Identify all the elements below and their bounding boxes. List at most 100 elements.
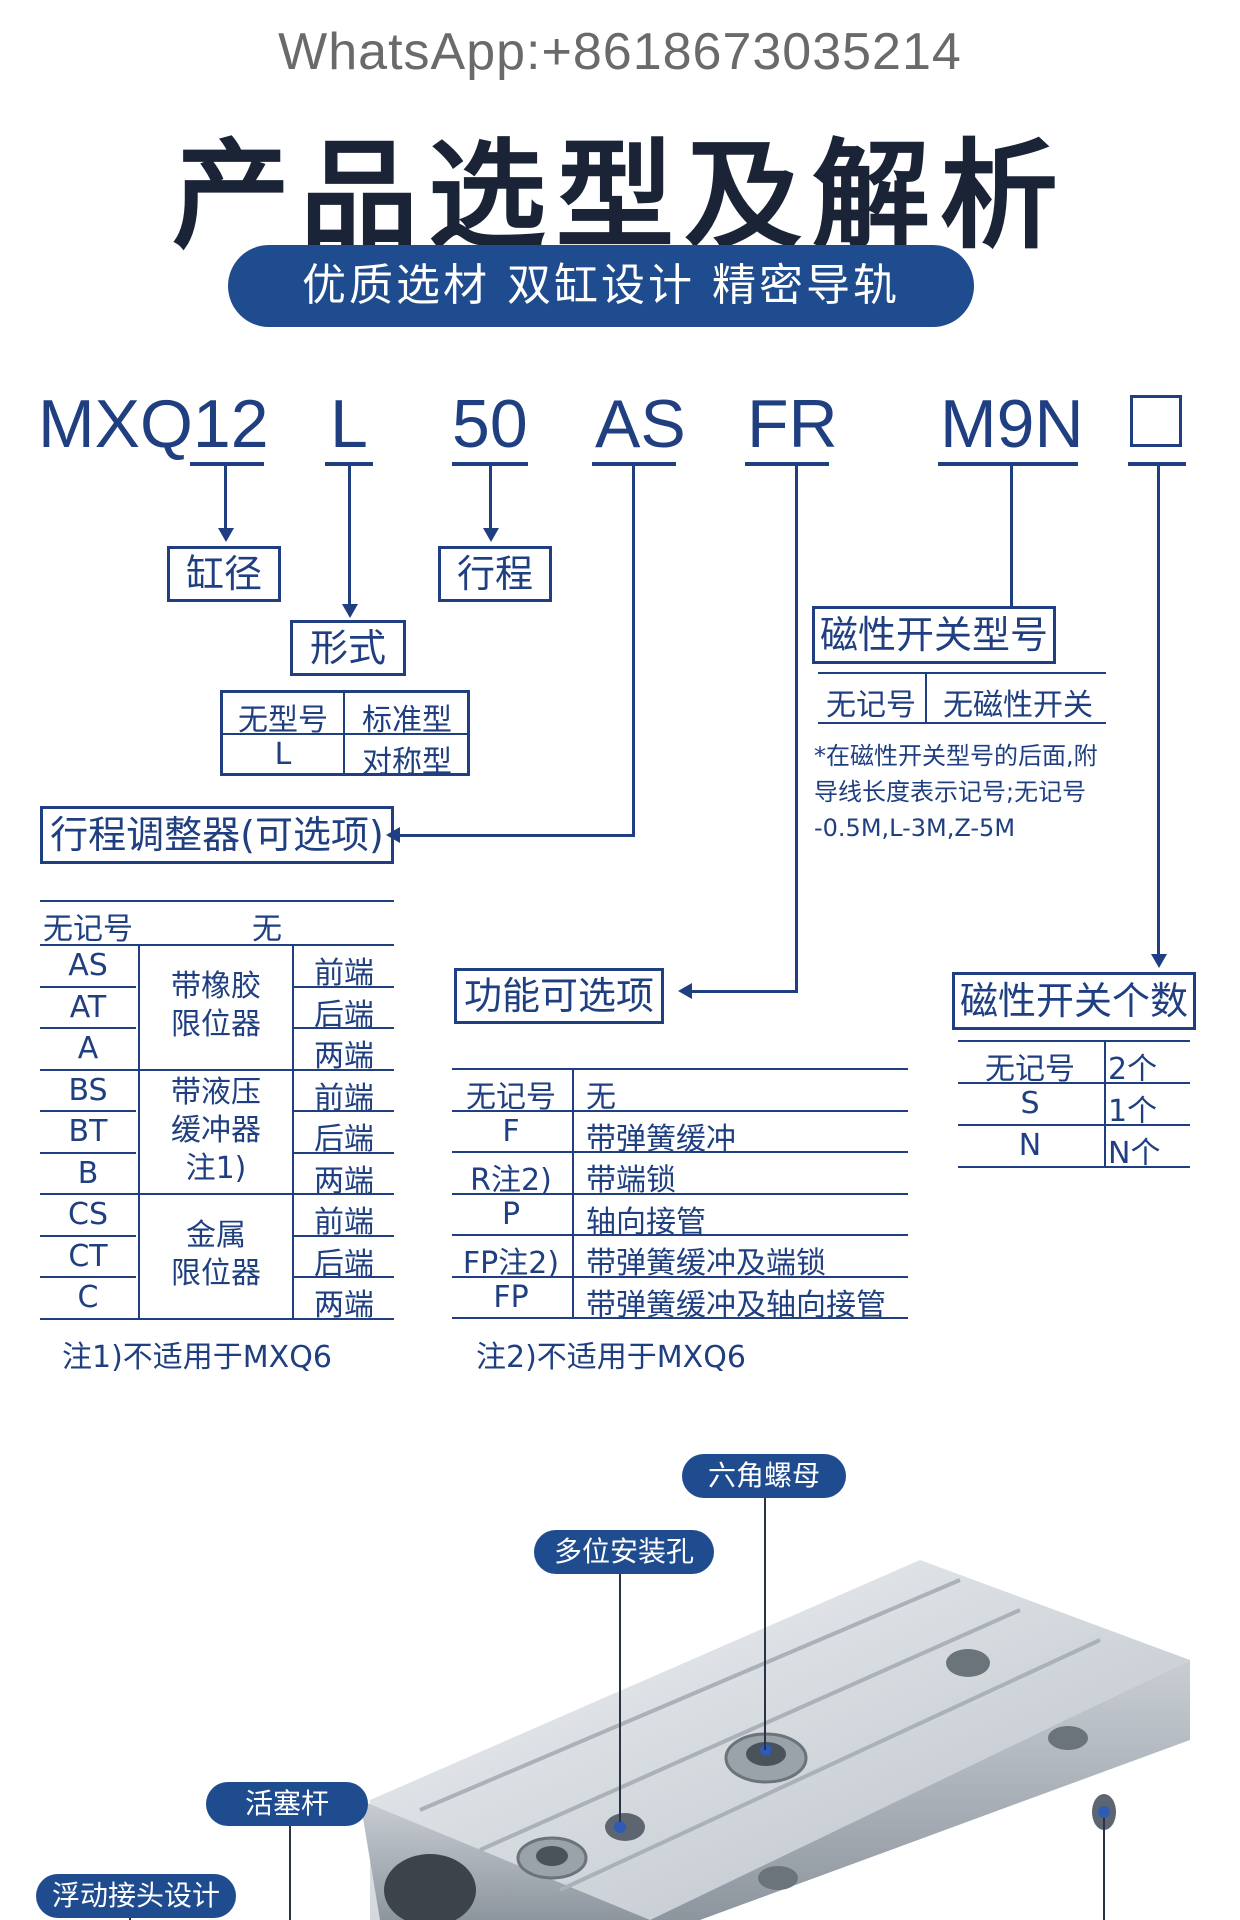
function-code: F: [502, 1113, 520, 1149]
adjuster-position: 后端: [314, 1246, 374, 1282]
callout-float-joint: 浮动接头设计: [36, 1874, 236, 1918]
divider: [294, 1027, 394, 1029]
count-value: 1个: [1108, 1094, 1158, 1129]
code-adjuster: AS: [595, 386, 686, 462]
connector: [398, 834, 635, 837]
divider: [292, 944, 294, 1318]
note-line: 导线长度表示记号;无记号: [814, 778, 1087, 806]
adjuster-code: AS: [68, 948, 108, 983]
switch-note: *在磁性开关型号的后面,附 导线长度表示记号;无记号 -0.5M,L-3M,Z-…: [814, 738, 1144, 846]
divider: [818, 672, 1106, 674]
count-value: N个: [1108, 1136, 1161, 1171]
function-desc: 轴向接管: [586, 1204, 706, 1240]
adjuster-position: 前端: [314, 1205, 374, 1240]
adjuster-code: A: [77, 1031, 99, 1066]
divider: [294, 1110, 394, 1112]
divider: [452, 1109, 908, 1112]
label-form: 形式: [290, 620, 406, 676]
function-code: 无记号: [466, 1080, 556, 1115]
adjuster-group: 带液压缓冲器注1): [142, 1069, 290, 1194]
divider: [294, 1151, 394, 1154]
divider: [818, 722, 1106, 724]
adjuster-position: 两端: [314, 1163, 374, 1199]
adjuster-note: 注1)不适用于MXQ6: [62, 1340, 332, 1375]
adjuster-position: 前端: [314, 956, 374, 991]
function-desc: 带弹簧缓冲及端锁: [586, 1246, 826, 1281]
underline: [938, 462, 1078, 466]
connector: [1157, 466, 1160, 956]
count-code: 无记号: [985, 1052, 1075, 1087]
divider: [294, 985, 394, 988]
adjuster-group: 带橡胶限位器: [142, 944, 290, 1069]
adjuster-group-line: 限位器: [171, 1007, 261, 1043]
divider: [40, 1317, 394, 1320]
divider: [958, 1082, 1190, 1084]
cylinder-illustration: [129, 1478, 1190, 1920]
arrow-down-icon: [483, 528, 499, 542]
label-switch-count: 磁性开关个数: [952, 972, 1196, 1030]
count-code: N: [1018, 1128, 1042, 1163]
adjuster-position: 后端: [314, 1122, 374, 1157]
divider: [40, 1110, 136, 1112]
adjuster-group-line: 缓冲器: [171, 1112, 261, 1148]
function-code: FP注2): [462, 1246, 560, 1281]
label-switch-model: 磁性开关型号: [812, 606, 1056, 664]
adjuster-header: 无: [252, 912, 282, 947]
label-function: 功能可选项: [454, 968, 664, 1024]
divider: [452, 1317, 908, 1319]
divider: [40, 944, 394, 946]
connector: [795, 466, 798, 992]
adjuster-position: 后端: [314, 997, 374, 1033]
function-desc: 带弹簧缓冲: [586, 1121, 736, 1157]
function-code: R注2): [470, 1163, 552, 1198]
divider: [452, 1192, 908, 1195]
note-line: -0.5M,L-3M,Z-5M: [814, 814, 1016, 842]
whatsapp-contact: WhatsApp:+8618673035214: [278, 23, 962, 81]
divider: [452, 1275, 908, 1278]
adjuster-code: CT: [68, 1238, 108, 1274]
connector: [632, 466, 635, 836]
underline: [1128, 462, 1186, 466]
divider: [40, 900, 394, 902]
arrow-down-icon: [1151, 954, 1167, 968]
divider: [40, 1068, 394, 1071]
note-line: *在磁性开关型号的后面,附: [814, 742, 1098, 770]
count-code: S: [1020, 1086, 1040, 1121]
code-form: L: [330, 386, 368, 462]
label-stroke: 行程: [438, 546, 552, 602]
callout-piston-rod: 活塞杆: [206, 1782, 368, 1826]
divider: [294, 1276, 394, 1278]
divider: [40, 1193, 394, 1195]
arrow-down-icon: [342, 604, 358, 618]
adjuster-position: 两端: [314, 1288, 374, 1323]
switch-cell: 无记号: [826, 688, 916, 723]
divider: [40, 985, 136, 988]
function-note: 注2)不适用于MXQ6: [476, 1340, 746, 1375]
callout-mount-holes: 多位安装孔: [534, 1530, 714, 1574]
underline: [190, 462, 264, 466]
divider: [958, 1040, 1190, 1042]
divider: [925, 674, 927, 722]
adjuster-code: C: [77, 1280, 99, 1315]
divider: [958, 1124, 1190, 1126]
page-title: 产品选型及解析: [171, 127, 1068, 265]
underline: [592, 462, 676, 466]
adjuster-group-line: 金属: [186, 1218, 246, 1254]
adjuster-group-line: 限位器: [171, 1256, 261, 1292]
code-stroke: 50: [452, 386, 528, 462]
function-desc: 带端锁: [586, 1163, 676, 1198]
label-adjuster: 行程调整器(可选项): [40, 806, 394, 864]
connector: [690, 990, 798, 993]
connector: [489, 466, 492, 530]
divider: [958, 1166, 1190, 1168]
label-bore: 缸径: [167, 546, 281, 602]
adjuster-code: B: [77, 1155, 99, 1191]
form-cell: 无型号: [238, 703, 328, 738]
callout-hex-nut: 六角螺母: [682, 1454, 846, 1498]
divider: [294, 1234, 394, 1237]
code-bore: MXQ12: [38, 386, 269, 462]
divider: [452, 1151, 908, 1153]
arrow-left-icon: [678, 983, 692, 999]
